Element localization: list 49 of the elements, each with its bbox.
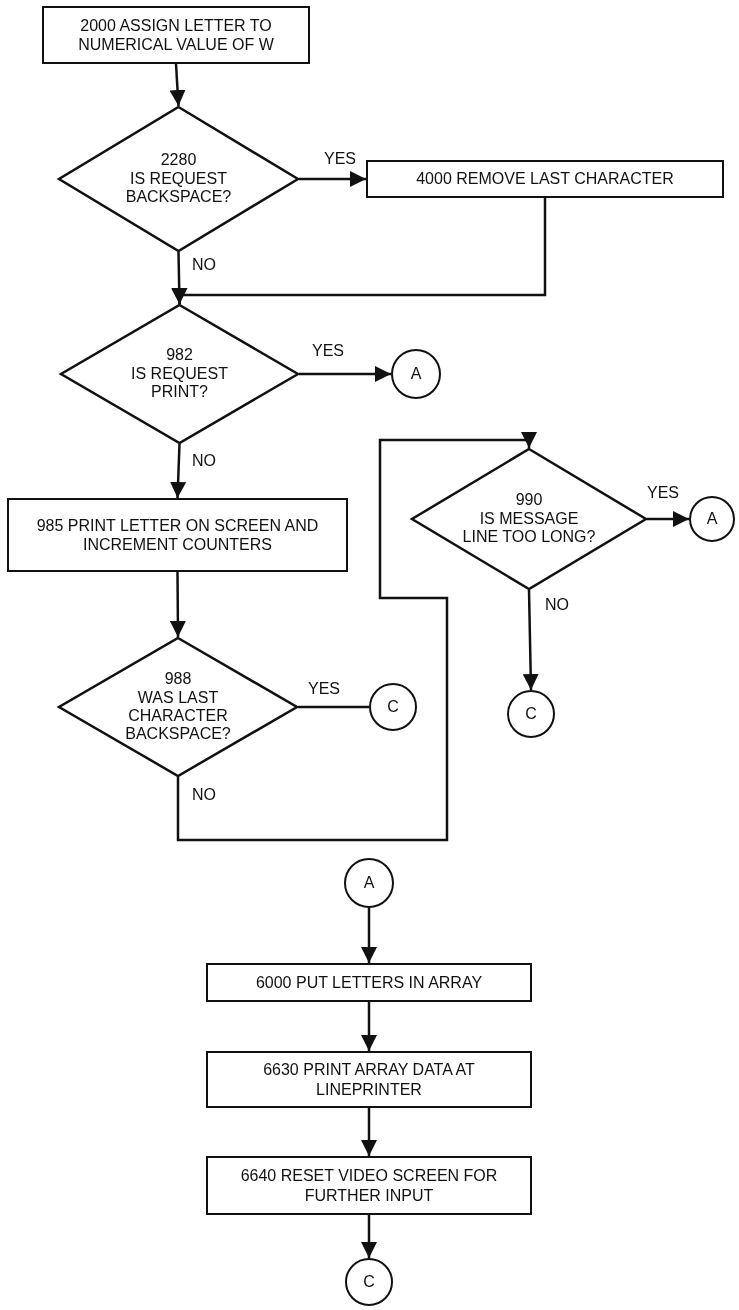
connector-circle <box>344 858 394 908</box>
arrow <box>361 1215 377 1258</box>
process-box <box>366 160 724 198</box>
question-text: 988 <box>164 670 192 689</box>
connector-circle <box>369 683 417 731</box>
question-text: IS REQUEST BACKSPACE? <box>124 169 233 207</box>
arrow <box>361 908 377 963</box>
question-text: 990 <box>515 491 543 510</box>
connector-circle <box>507 690 555 738</box>
arrow <box>361 1002 377 1051</box>
step-text: 985 PRINT LETTER ON SCREEN AND INCREMENT COUNTERS <box>35 515 320 555</box>
connector-label: A <box>706 510 718 528</box>
arrow <box>299 366 391 382</box>
step-text: 6630 PRINT ARRAY DATA AT LINEPRINTER <box>262 1060 476 1099</box>
process-box <box>7 498 348 572</box>
arrow <box>169 572 186 637</box>
question-text: 982 <box>166 346 193 365</box>
question-text: IS MESSAGE LINE TOO LONG? <box>461 509 597 547</box>
connector-label: C <box>387 698 399 716</box>
process-box <box>42 6 310 64</box>
decision-diamond <box>58 106 299 252</box>
arrow <box>176 432 537 842</box>
process-box <box>206 1051 532 1108</box>
connector-circle <box>391 349 441 399</box>
process-box <box>206 963 532 1002</box>
step-text: 2000 ASSIGN LETTER TO NUMERICAL VALUE OF W <box>77 15 275 55</box>
connector-label: C <box>525 705 537 723</box>
step-text: 6000 PUT LETTERS IN ARRAY <box>255 972 483 993</box>
question-text: IS REQUEST PRINT? <box>130 364 229 402</box>
arrow <box>361 1108 377 1156</box>
arrow <box>522 589 539 691</box>
connector-label: A <box>410 365 422 383</box>
process-box <box>206 1156 532 1215</box>
arrow <box>299 171 366 187</box>
connector-circle <box>689 496 735 542</box>
arrow <box>169 63 186 107</box>
question-text: WAS LAST CHARACTER BACKSPACE? <box>124 688 232 744</box>
step-text: 4000 REMOVE LAST CHARACTER <box>416 169 674 189</box>
decision-diamond <box>411 448 647 590</box>
decision-diamond <box>58 637 298 777</box>
connector-label: A <box>363 874 375 892</box>
arrow <box>171 198 547 304</box>
decision-diamond <box>60 304 299 444</box>
question-text: 2280 <box>160 151 197 170</box>
arrow <box>647 511 689 527</box>
step-text: 6640 RESET VIDEO SCREEN FOR FURTHER INPUT <box>239 1166 499 1205</box>
connector-circle <box>345 1258 393 1306</box>
arrow <box>170 443 187 499</box>
connector-label: C <box>363 1273 375 1291</box>
